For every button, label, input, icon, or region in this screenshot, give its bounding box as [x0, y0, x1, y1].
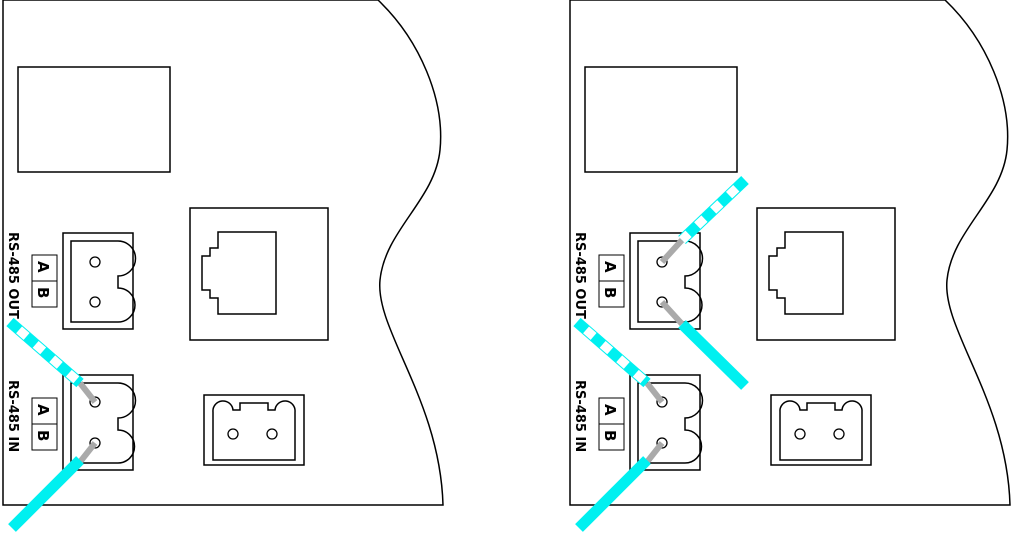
pin-b-label: B	[34, 287, 52, 298]
rs485-in-label: RS-485 IN	[572, 380, 587, 452]
panel-after: RS-485 OUT RS-485 IN A B A B	[569, 0, 1011, 532]
pin-b-label: B	[34, 430, 52, 441]
wire-in-b	[8, 441, 98, 532]
wire-out-b	[659, 299, 749, 390]
panel-before: RS-485 OUT RS-485 IN A B A B	[2, 0, 444, 532]
wire-out-a	[659, 176, 749, 265]
pin-a-label: A	[34, 404, 52, 416]
pin-b-label: B	[601, 287, 619, 298]
rs485-out-label: RS-485 OUT	[5, 232, 20, 319]
pin-a-label: A	[601, 261, 619, 273]
wire-in-a	[573, 317, 665, 404]
wire-in-a	[6, 317, 98, 404]
pin-a-label: A	[34, 261, 52, 273]
wire-in-b	[575, 441, 665, 532]
pin-b-label: B	[601, 430, 619, 441]
pin-a-label: A	[601, 404, 619, 416]
rs485-in-label: RS-485 IN	[5, 380, 20, 452]
rs485-out-label: RS-485 OUT	[572, 232, 587, 319]
